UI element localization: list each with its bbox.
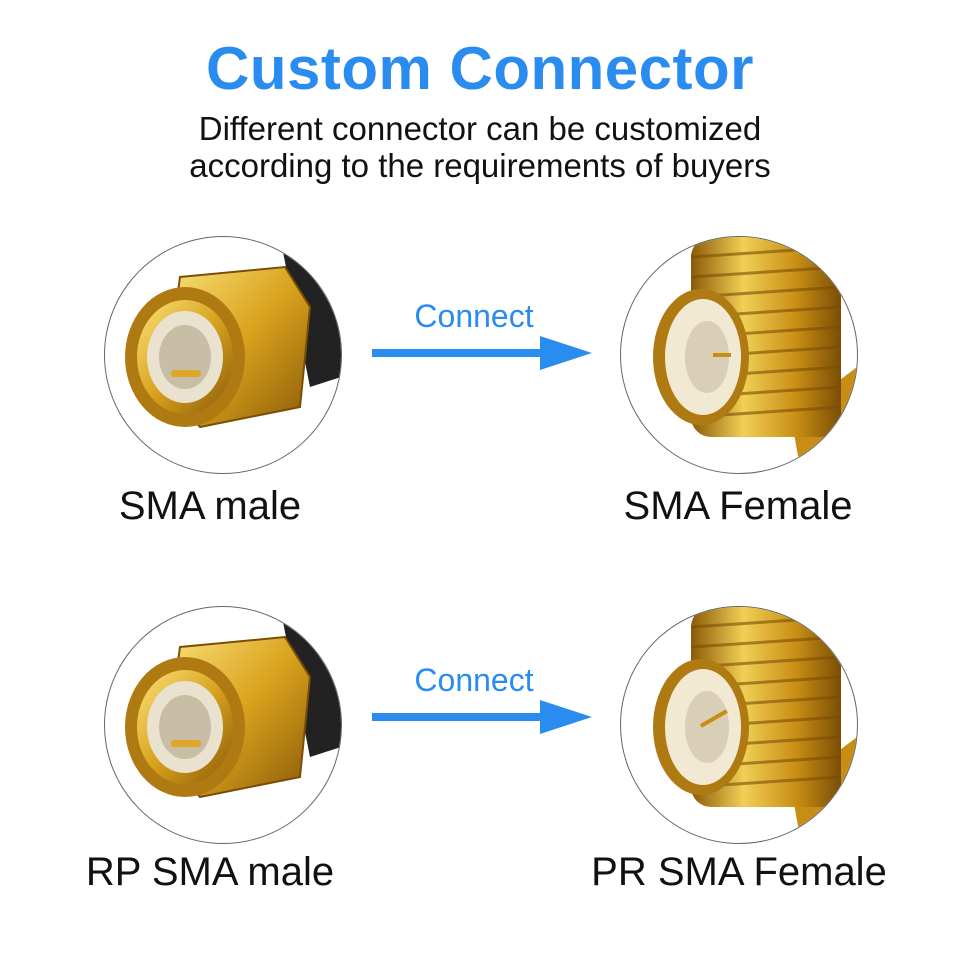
sma-female-connector-icon (653, 237, 857, 473)
rp-sma-female-connector-icon (653, 607, 857, 843)
rp-sma-male-label: RP SMA male (85, 850, 335, 894)
sma-male-connector-icon (125, 237, 341, 429)
rp-sma-male-image (104, 606, 342, 844)
sma-female-image (620, 236, 858, 474)
subtitle-line-2: according to the requirements of buyers (189, 147, 771, 184)
arrow-right-icon (372, 700, 592, 734)
page-title: Custom Connector (206, 35, 754, 102)
sma-female-label: SMA Female (623, 484, 853, 528)
connect-label-1: Connect (414, 298, 534, 334)
sma-male-label: SMA male (118, 484, 302, 528)
connect-label-2: Connect (414, 662, 534, 698)
arrow-right-icon (372, 336, 592, 370)
subtitle-line-1: Different connector can be customized (198, 110, 762, 147)
rp-sma-female-label: PR SMA Female (591, 850, 887, 894)
page-subtitle: Different connector can be customized ac… (0, 110, 960, 184)
rp-sma-male-connector-icon (125, 607, 341, 799)
sma-male-image (104, 236, 342, 474)
rp-sma-female-image (620, 606, 858, 844)
